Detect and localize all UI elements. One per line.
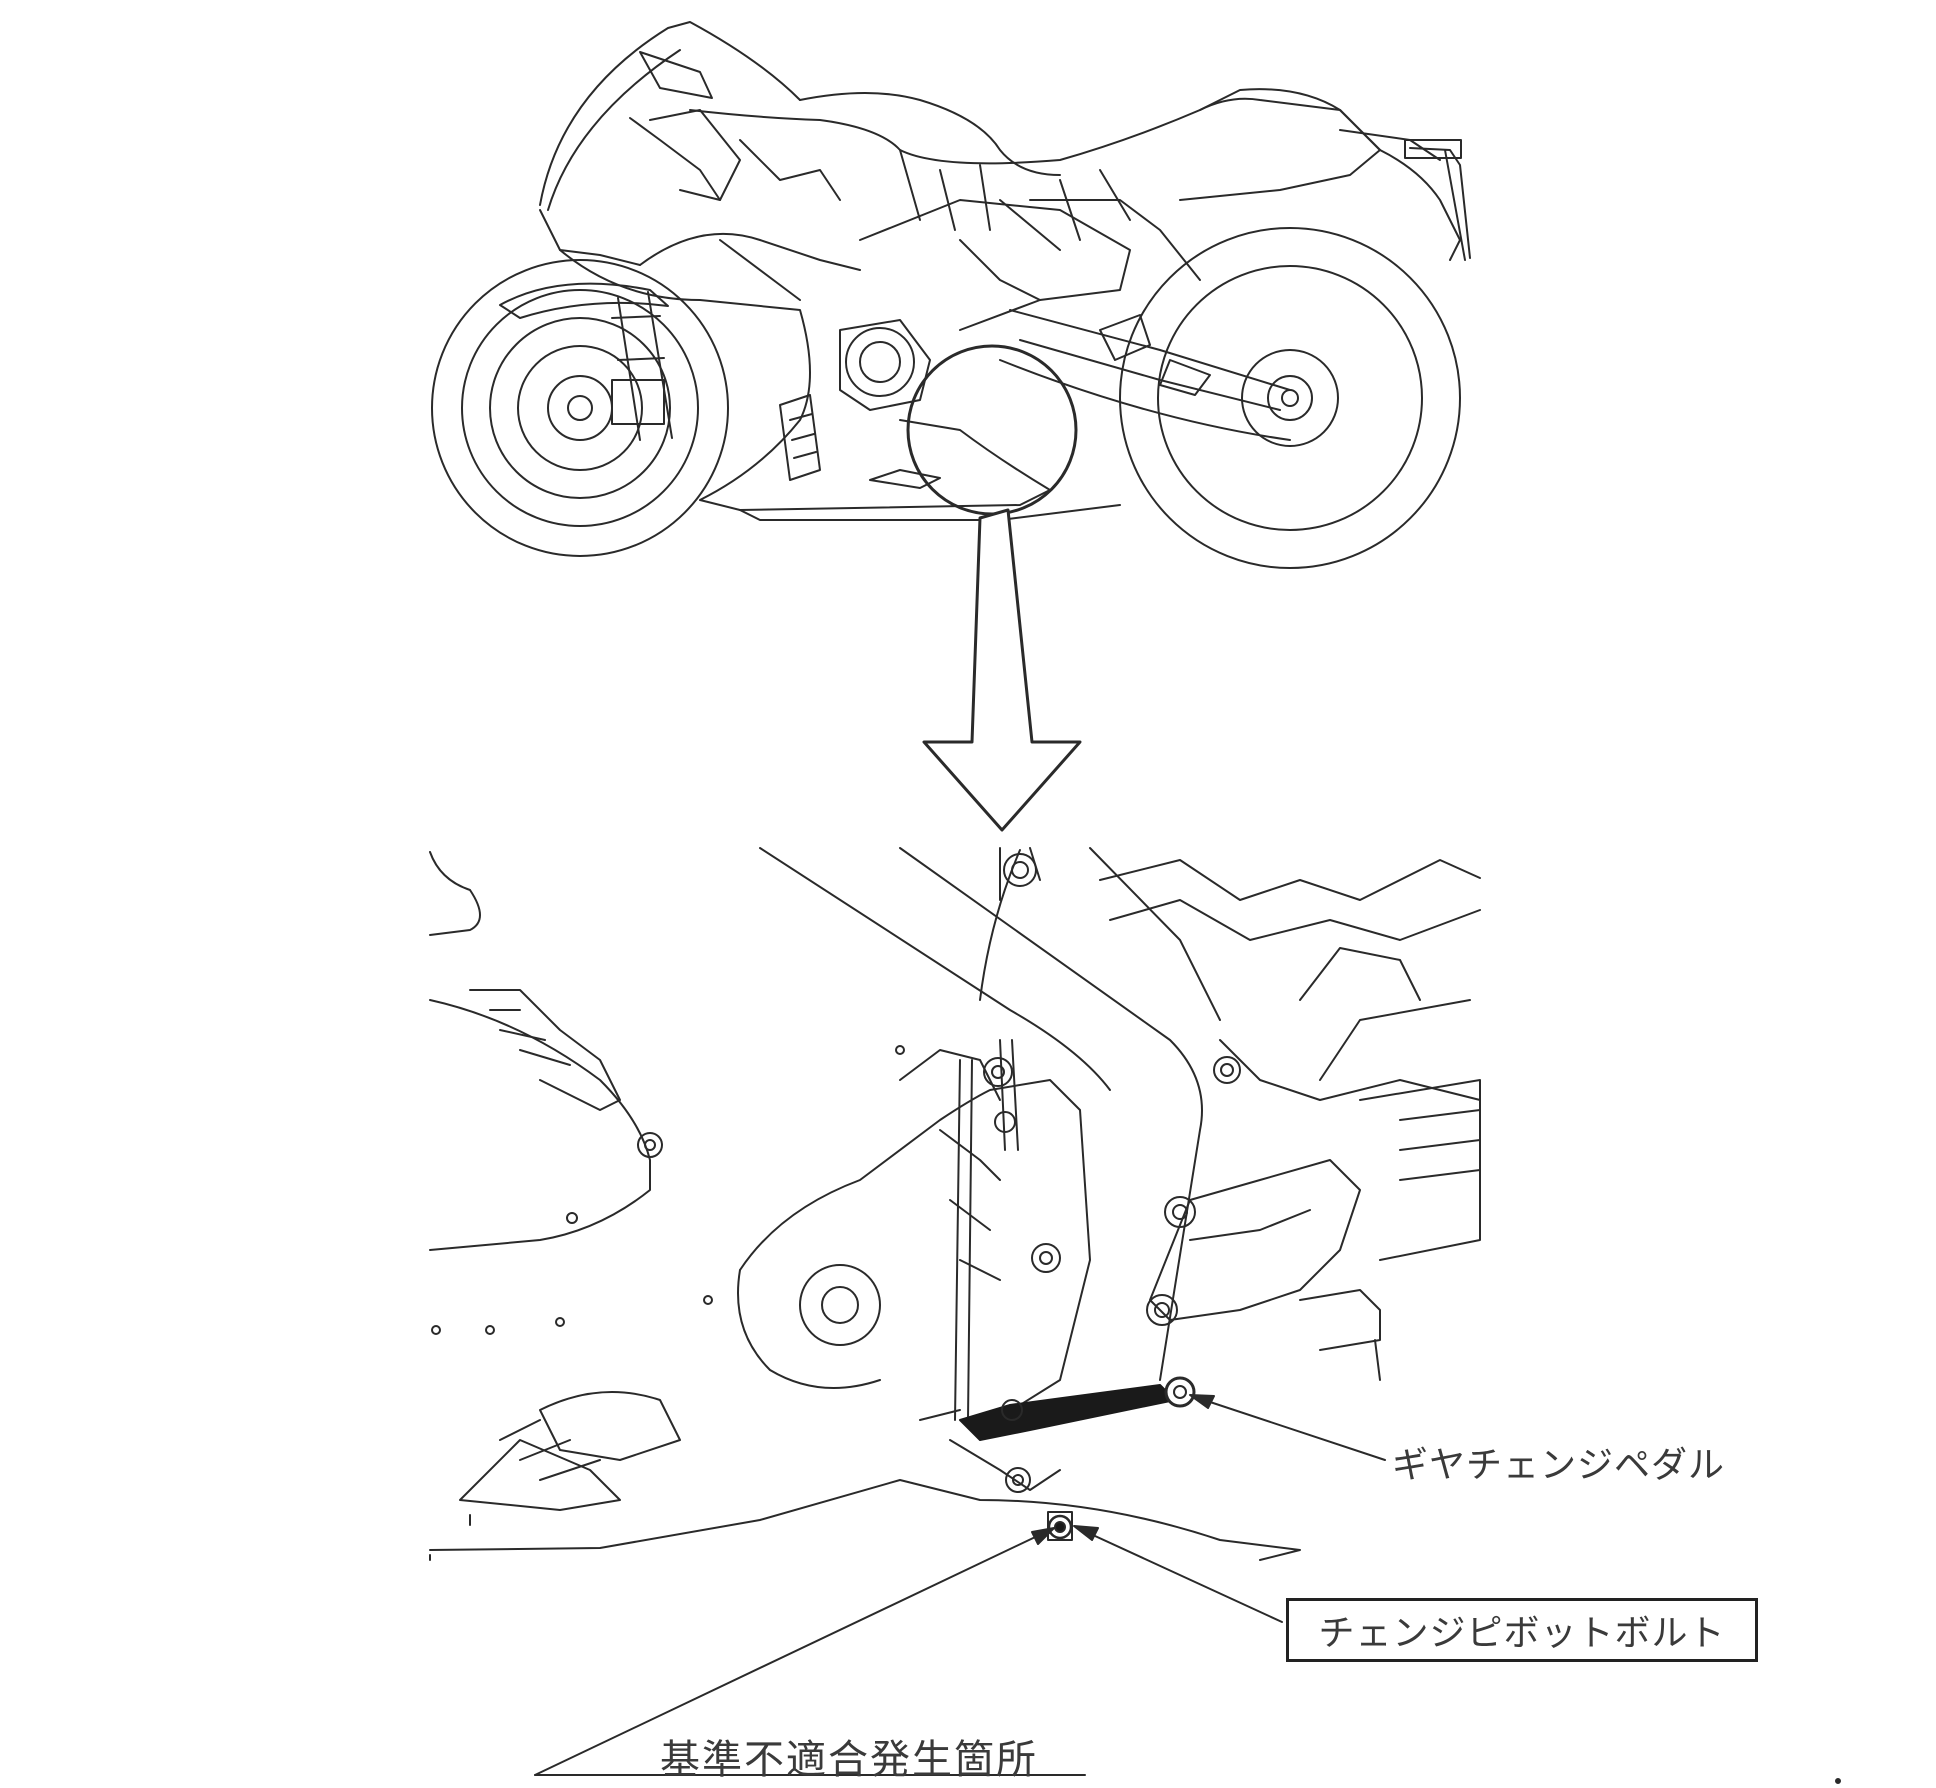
bolt-leader-line xyxy=(1081,1529,1283,1623)
change-pivot-bolt xyxy=(1047,1511,1073,1541)
motorcycle-overview xyxy=(431,21,1471,569)
gear-change-pedal xyxy=(959,1384,1176,1441)
gear-change-pedal-label: ギヤチェンジペダル xyxy=(1392,1445,1726,1486)
pedal-leader-line xyxy=(1197,1397,1386,1461)
pedal-leader-arrowhead xyxy=(1189,1394,1215,1409)
zoom-arrow xyxy=(922,508,1082,832)
nonconformity-location-label: 基準不適合発生箇所 xyxy=(660,1737,1038,1783)
front-wheel xyxy=(431,259,729,557)
change-pivot-bolt-label: チェンジピボットボルト xyxy=(1286,1598,1758,1662)
nc-leader-arrowhead xyxy=(1031,1527,1055,1545)
bolt-leader-arrowhead xyxy=(1073,1525,1099,1541)
detail-view xyxy=(429,847,1481,1561)
rear-wheel xyxy=(1119,227,1461,569)
nc-leader-line xyxy=(534,1529,1051,1776)
